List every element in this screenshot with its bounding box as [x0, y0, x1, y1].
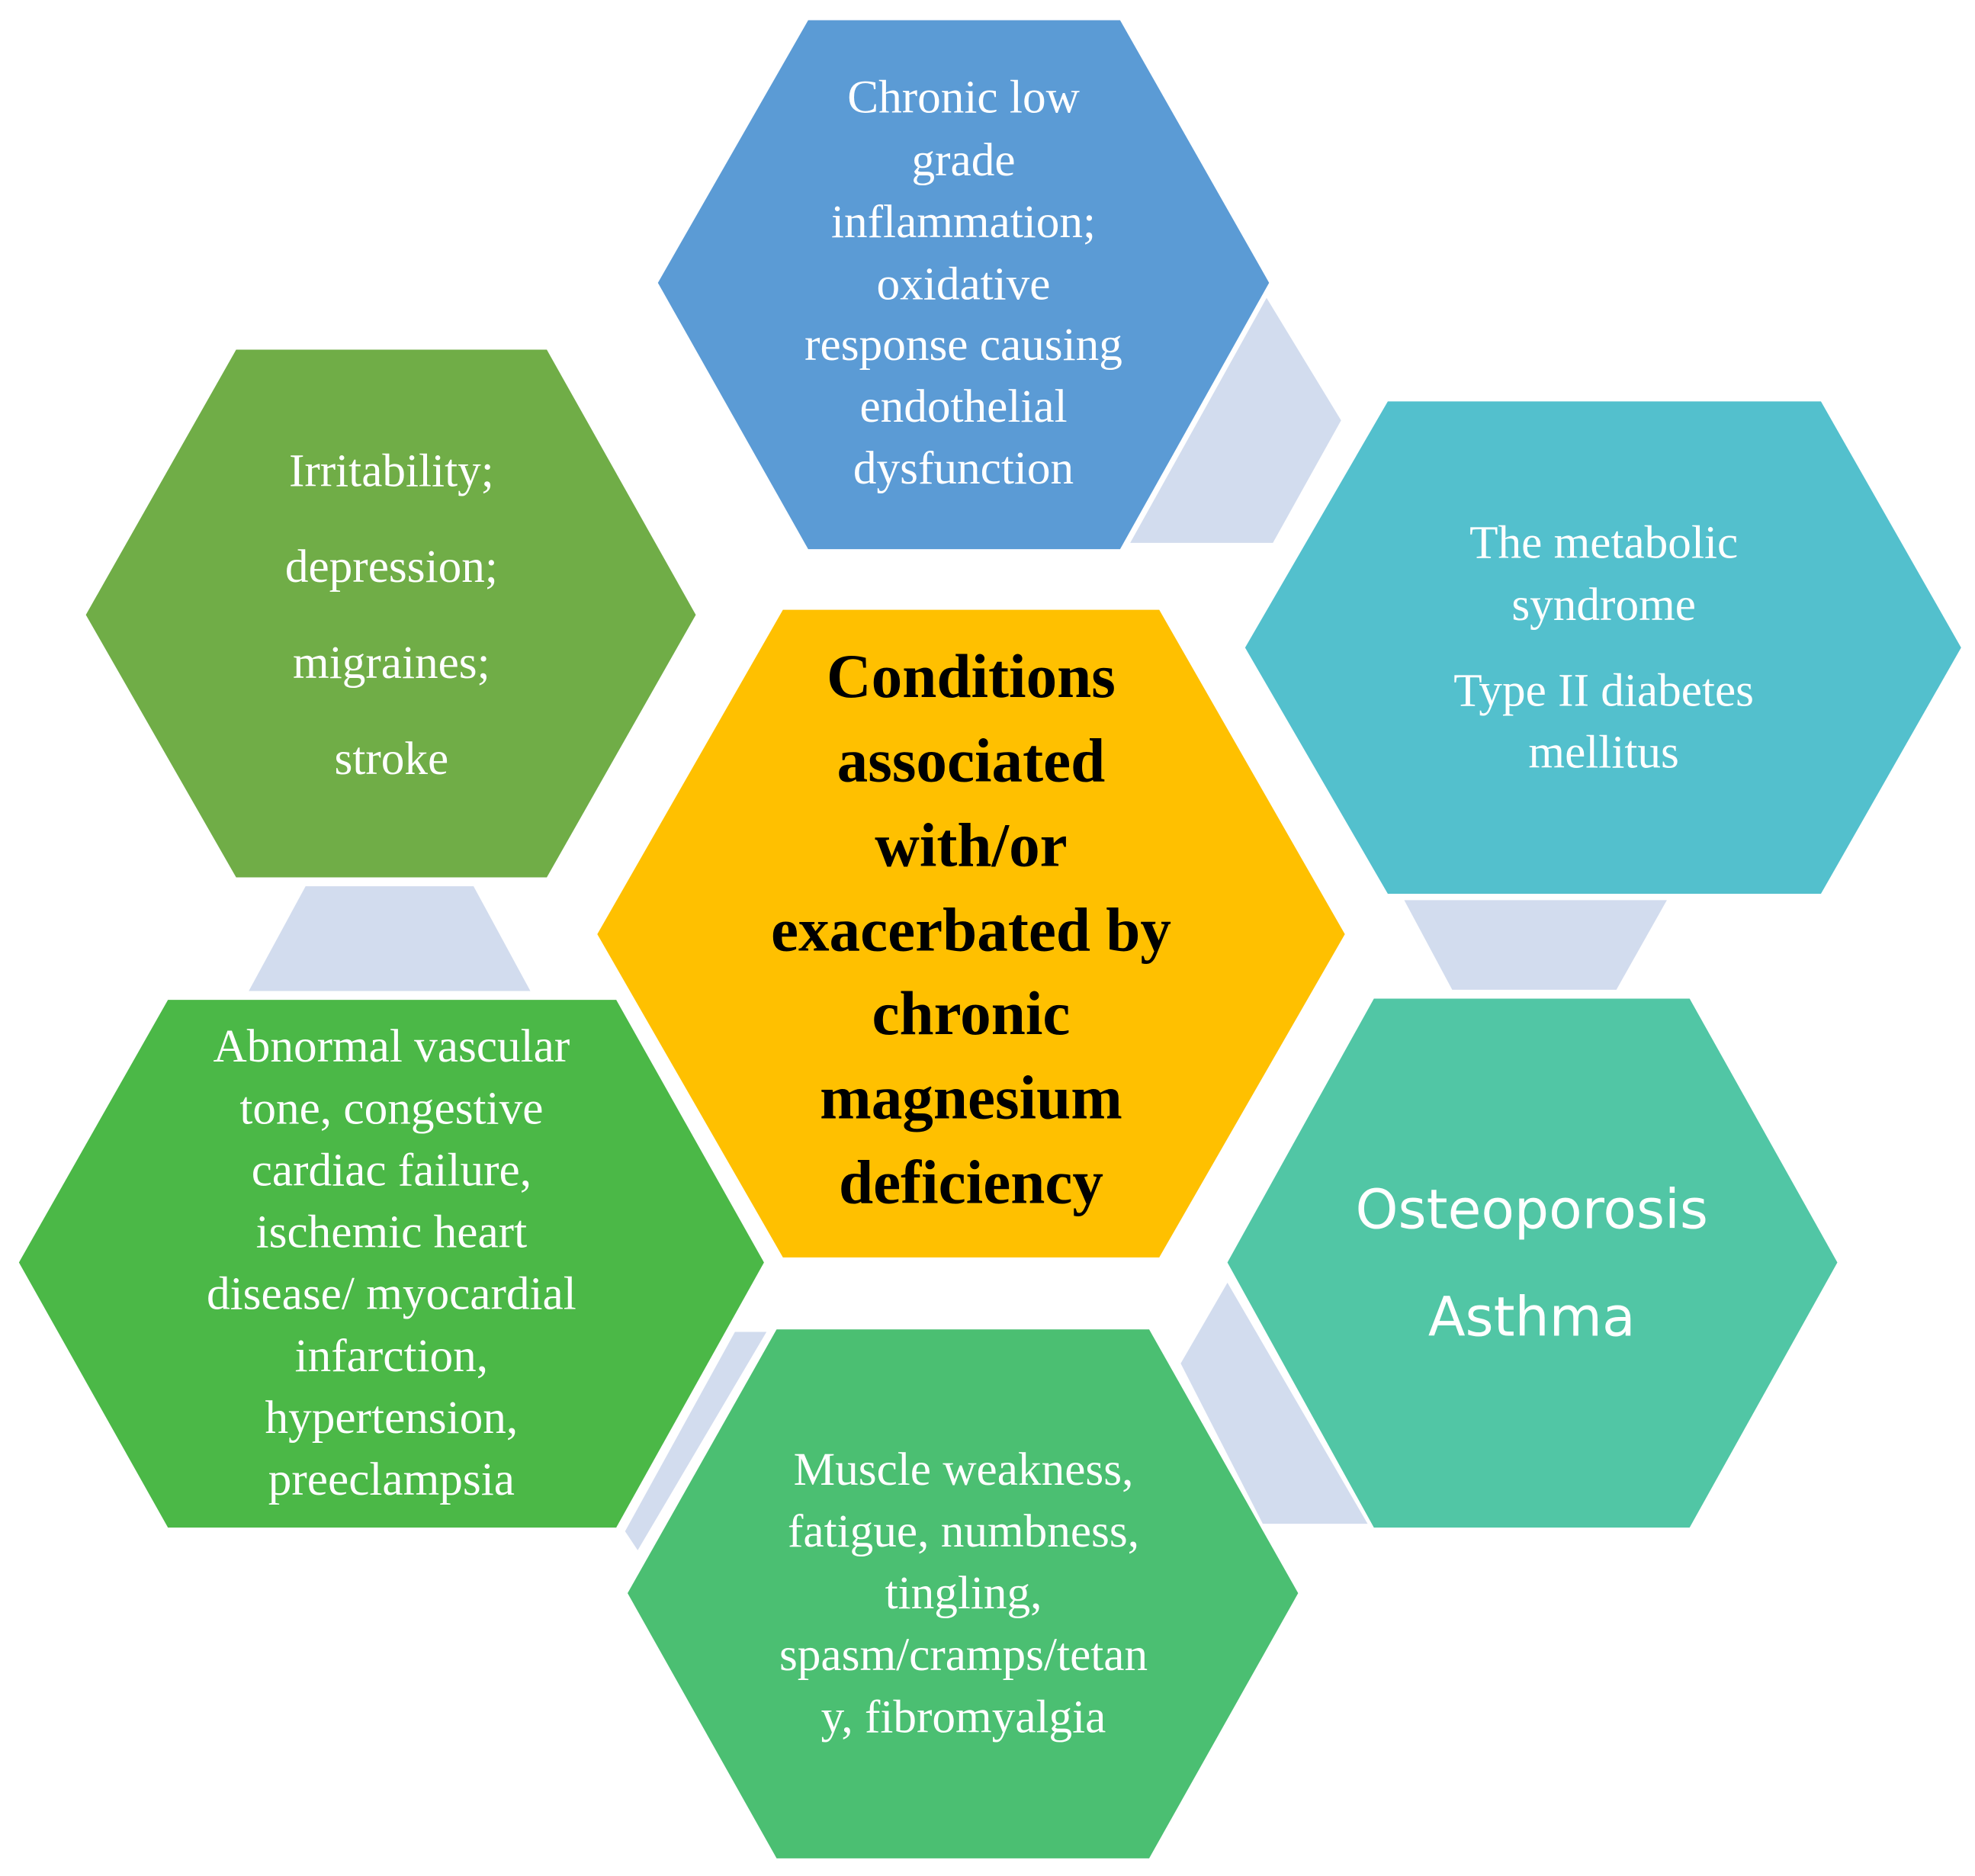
hexagon-top-text-line: endothelial: [859, 381, 1067, 432]
hexagon-left-upper: [85, 349, 696, 878]
hexagon-top-text-line: dysfunction: [853, 442, 1074, 494]
connector-top-right: [1130, 297, 1341, 543]
hexagon-bottom-text-line: Muscle weakness,: [794, 1444, 1134, 1495]
hexagon-center-text-line: magnesium: [820, 1064, 1122, 1132]
hexagon-center: [597, 609, 1345, 1258]
hexagon-right-upper-text-line: Type II diabetes: [1453, 664, 1754, 716]
connector-bottom-right: [1180, 1282, 1368, 1524]
hexagon-left-lower-text-line: disease/ myocardial: [207, 1268, 576, 1320]
hexagon-top-text-line: Chronic low: [847, 71, 1080, 123]
hexagon-center-text-line: Conditions: [827, 642, 1116, 711]
hexagon-left-lower-text-line: ischemic heart: [256, 1206, 527, 1258]
hexagon-bottom: [628, 1329, 1299, 1858]
hexagon-right-upper: [1244, 401, 1961, 895]
hexagon-left-lower-text-line: hypertension,: [265, 1392, 518, 1444]
hexagon-top-text-line: response causing: [804, 319, 1122, 371]
hexagon-right-upper-text-line: syndrome: [1511, 579, 1696, 631]
connector-bottom-left: [625, 1332, 767, 1550]
hexagon-top: [657, 20, 1270, 550]
hexagon-center-text-line: associated: [837, 727, 1106, 795]
hexagon-left-lower-text-line: cardiac failure,: [252, 1144, 531, 1196]
hexagon-bottom-text-line: spasm/cramps/tetan: [779, 1629, 1148, 1681]
hexagon-left-lower-text-line: preeclampsia: [268, 1454, 515, 1505]
hexagon-top-text-line: inflammation;: [831, 196, 1096, 248]
hexagon-center-text-line: exacerbated by: [771, 896, 1171, 965]
hexagon-right-upper-text-line: mellitus: [1528, 727, 1678, 779]
hexagon-center-text-line: chronic: [872, 979, 1070, 1048]
hexagon-top-text-line: grade: [912, 134, 1016, 186]
hexagon-left-lower-text-line: infarction,: [295, 1330, 488, 1382]
connector-left: [249, 886, 531, 991]
hexagon-bottom-text-line: fatigue, numbness,: [788, 1505, 1139, 1557]
hexagon-right-lower-text-line: Asthma: [1428, 1285, 1636, 1348]
connector-right: [1404, 900, 1667, 990]
hexagon-right-upper-text-line: The metabolic: [1469, 517, 1738, 569]
hexagon-center-text-line: with/or: [875, 811, 1067, 880]
hexagon-left-upper-text-line: migraines;: [293, 637, 490, 689]
hexagon-left-lower: [18, 1000, 764, 1528]
hexagon-center-text-line: deficiency: [839, 1148, 1103, 1217]
hexagon-left-upper-text-line: depression;: [285, 541, 498, 593]
hexagon-left-lower-text-line: Abnormal vascular: [213, 1020, 570, 1072]
hexagon-left-lower-text-line: tone, congestive: [239, 1082, 543, 1134]
hexagon-bottom-text-line: tingling,: [885, 1567, 1042, 1619]
hexagon-right-lower: [1227, 998, 1838, 1528]
hexagon-right-lower-text-line: Osteoporosis: [1356, 1178, 1708, 1242]
hexagon-bottom-text-line: y, fibromyalgia: [821, 1691, 1106, 1743]
hexagon-top-text-line: oxidative: [877, 258, 1051, 310]
hexagon-left-upper-text-line: Irritability;: [289, 445, 494, 496]
hexagon-left-upper-text-line: stroke: [335, 733, 449, 785]
